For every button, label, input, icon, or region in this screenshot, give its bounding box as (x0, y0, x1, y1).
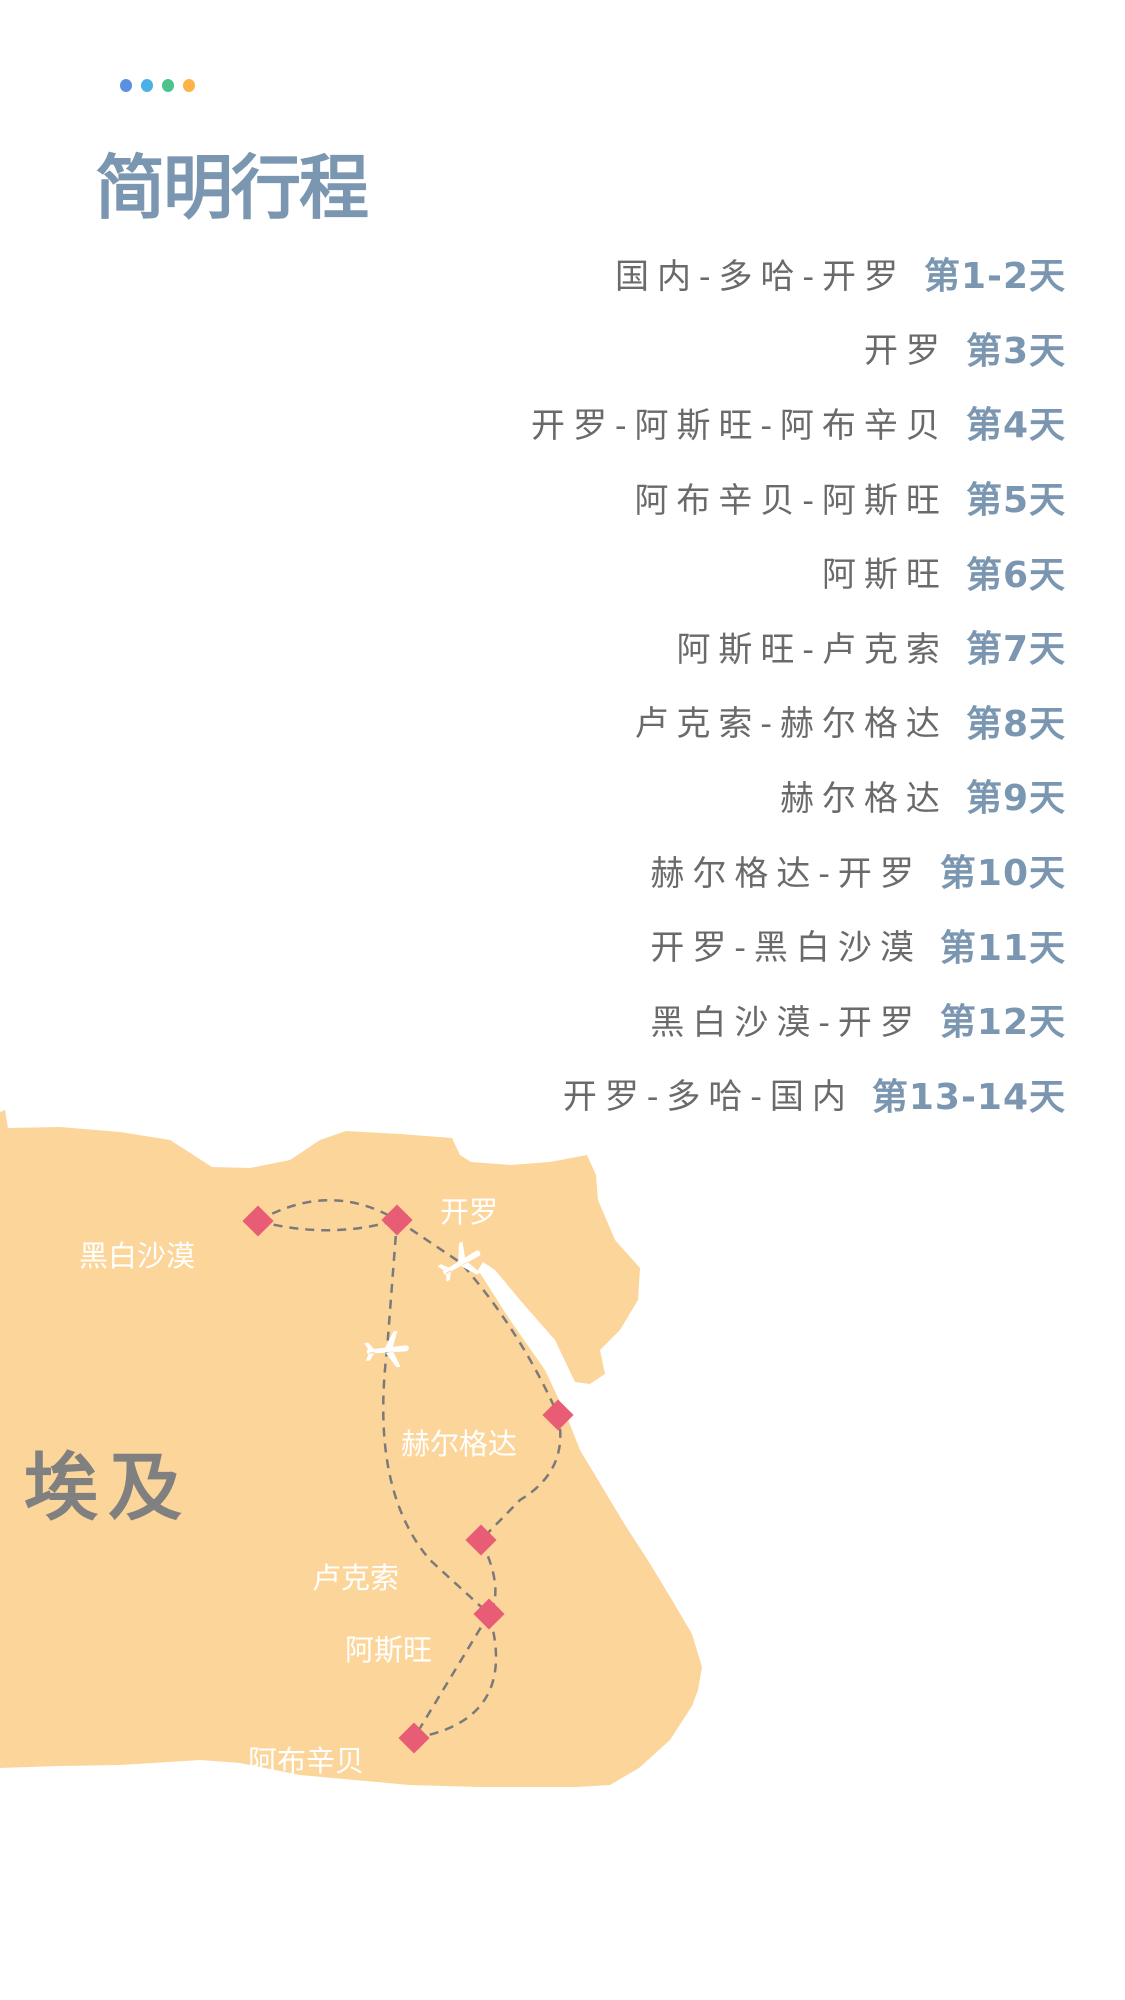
dot-light-blue (141, 79, 153, 92)
itinerary-row: 赫尔格达第9天 (66, 758, 1066, 833)
itinerary-route: 赫尔格达 (779, 778, 948, 819)
itinerary-row: 黑白沙漠-开罗第12天 (66, 982, 1066, 1057)
route-cairo-desert (257, 1199, 398, 1223)
itinerary-row: 开罗-多哈-国内第13-14天 (66, 1057, 1066, 1132)
itinerary-day: 第4天 (965, 405, 1066, 447)
plane-icons (364, 1241, 481, 1368)
itinerary-row: 开罗-阿斯旺-阿布辛贝第4天 (66, 385, 1066, 460)
itinerary-route: 国内-多哈-开罗 (614, 256, 906, 297)
itinerary-day: 第7天 (965, 629, 1066, 671)
itinerary-row: 赫尔格达-开罗第10天 (66, 833, 1066, 908)
map-label-abu-simbel: 阿布辛贝 (248, 1744, 365, 1778)
map-label-cairo: 开罗 (440, 1195, 499, 1229)
itinerary-row: 卢克索-赫尔格达第8天 (66, 684, 1066, 759)
itinerary-route: 开罗-多哈-国内 (562, 1077, 854, 1118)
itinerary-row: 国内-多哈-开罗第1-2天 (66, 236, 1066, 311)
route-abusimbel-aswan (413, 1613, 498, 1740)
itinerary-list: 国内-多哈-开罗第1-2天开罗第3天开罗-阿斯旺-阿布辛贝第4天阿布辛贝-阿斯旺… (66, 236, 1066, 1131)
dot-blue (120, 79, 132, 92)
route-lines (257, 1199, 562, 1740)
egypt-land (0, 1110, 702, 1787)
itinerary-day: 第6天 (965, 554, 1066, 596)
itinerary-day: 第5天 (965, 480, 1066, 522)
plane-icon (437, 1241, 481, 1282)
itinerary-route: 阿斯旺-卢克索 (676, 629, 948, 670)
egypt-map (0, 1110, 702, 1787)
itinerary-day: 第10天 (939, 853, 1066, 895)
itinerary-route: 开罗-黑白沙漠 (650, 928, 922, 969)
itinerary-row: 阿斯旺-卢克索第7天 (66, 609, 1066, 684)
itinerary-day: 第11天 (939, 927, 1066, 969)
plane-icon (364, 1331, 409, 1368)
itinerary-day: 第9天 (965, 778, 1066, 820)
dot-green (162, 79, 174, 92)
page-title: 简明行程 (95, 147, 369, 229)
map-label-aswan: 阿斯旺 (345, 1633, 433, 1667)
itinerary-route: 阿斯旺 (821, 555, 948, 596)
route-desert-cairo (257, 1218, 398, 1232)
itinerary-route: 赫尔格达-开罗 (650, 853, 922, 894)
country-label: 埃及 (24, 1445, 192, 1531)
itinerary-day: 第12天 (939, 1002, 1066, 1044)
itinerary-day: 第8天 (965, 703, 1066, 745)
dot-orange (183, 79, 195, 92)
map-label-hurghada: 赫尔格达 (401, 1427, 518, 1461)
map-label-desert: 黑白沙漠 (79, 1239, 196, 1273)
route-cairo-hurghada-luxor (396, 1218, 562, 1615)
itinerary-day: 第3天 (965, 330, 1066, 372)
itinerary-row: 开罗-黑白沙漠第11天 (66, 907, 1066, 982)
itinerary-route: 黑白沙漠-开罗 (650, 1002, 922, 1043)
itinerary-day: 第13-14天 (871, 1076, 1066, 1118)
itinerary-row: 开罗第3天 (66, 311, 1066, 386)
itinerary-row: 阿斯旺第6天 (66, 534, 1066, 609)
itinerary-row: 阿布辛贝-阿斯旺第5天 (66, 460, 1066, 535)
itinerary-day: 第1-2天 (923, 256, 1066, 298)
map-label-luxor: 卢克索 (312, 1561, 400, 1595)
itinerary-route: 卢克索-赫尔格达 (634, 704, 948, 745)
itinerary-route: 阿布辛贝-阿斯旺 (634, 480, 948, 521)
route-aswan-abusimbel (412, 1613, 491, 1739)
decorative-dots (120, 79, 195, 92)
itinerary-route: 开罗 (863, 331, 948, 372)
itinerary-route: 开罗-阿斯旺-阿布辛贝 (530, 405, 948, 446)
